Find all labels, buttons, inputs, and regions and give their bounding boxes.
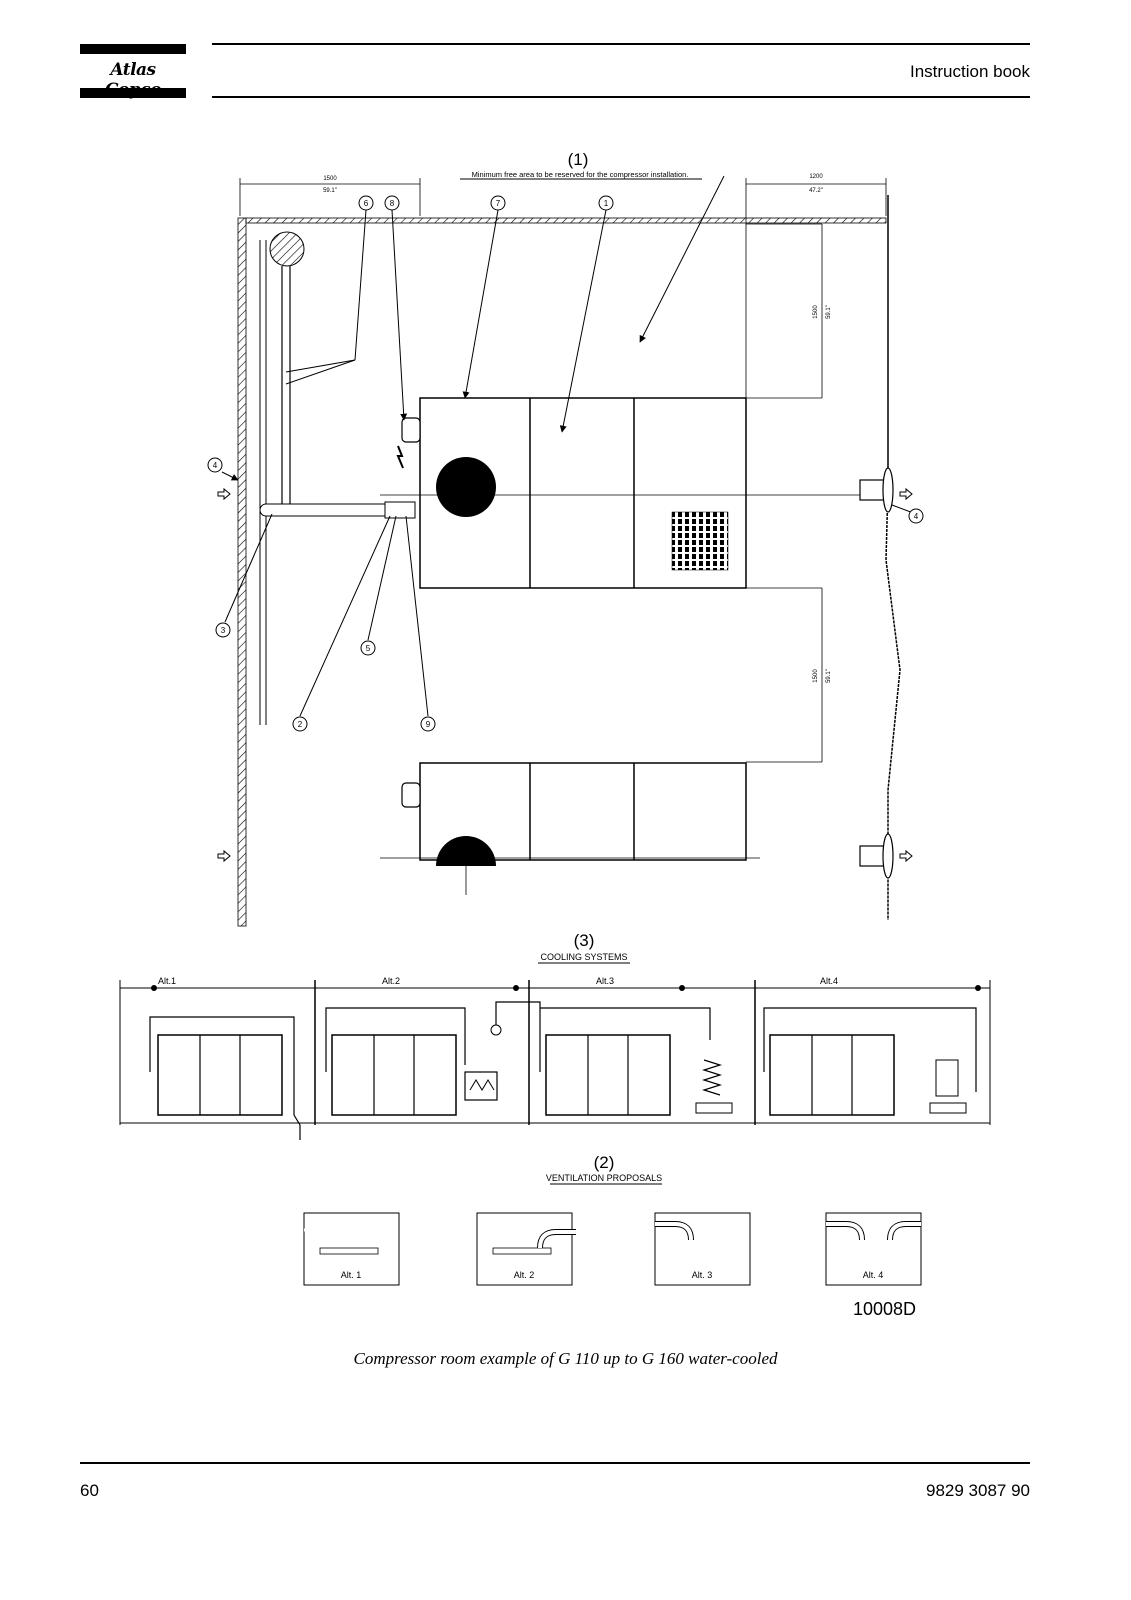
atlas-copco-logo: Atlas Copco: [80, 44, 186, 100]
callout-5-label: 5: [366, 644, 371, 653]
dim-right-in: 47.2": [809, 188, 823, 194]
power-supply-icon: [396, 445, 404, 469]
pipe-valves: [384, 501, 416, 519]
right-wall-lower: [885, 484, 901, 920]
cooling-systems-diagram: Alt.1 Alt.2 Alt.3 Alt.4: [119, 976, 991, 1140]
ventilation-alt-3-label: Alt. 3: [692, 1270, 713, 1280]
dim-vert-mid-in: 59.1": [826, 669, 832, 683]
left-wall: [237, 217, 247, 927]
compressor-2: [380, 762, 760, 895]
air-outlet-arrow-2: [899, 849, 913, 863]
air-inlet-arrow-1: [217, 487, 231, 501]
heat-exchanger: [464, 1071, 498, 1101]
top-wall: [245, 217, 887, 224]
callout-2-label: 2: [298, 720, 303, 729]
header-title: Instruction book: [909, 62, 1030, 81]
dim-vert-top-mm: 1500: [813, 305, 819, 319]
ventilation-alt-2-label: Alt. 2: [514, 1270, 535, 1280]
ventilation-alt-1: Alt. 1: [303, 1212, 400, 1286]
callout-9-label: 9: [426, 720, 431, 729]
dimension-left: 1500 59.1": [239, 176, 421, 216]
air-inlet-grille: [671, 511, 729, 571]
dimension-vertical-mid: 1500 59.1": [746, 587, 832, 763]
air-receiver: [269, 231, 305, 267]
callout-4-left-label: 4: [213, 461, 218, 470]
header-top-rule: [212, 43, 1030, 45]
page-number: 60: [80, 1481, 99, 1500]
callout-8: 8: [384, 195, 400, 211]
callout-9: 9: [420, 716, 436, 732]
ventilation-alt-4: Alt. 4: [825, 1212, 922, 1286]
callout-8-label: 8: [390, 199, 395, 208]
closed-cooler-basin: [929, 1102, 967, 1114]
section-3-label: (3): [574, 931, 595, 950]
ventilation-proposals-title: VENTILATION PROPOSALS: [546, 1173, 662, 1183]
airflow-arrows: [217, 487, 913, 863]
callout-leaders: [221, 175, 917, 717]
callout-6-label: 6: [364, 199, 369, 208]
cooling-compressor-alt3: [545, 1034, 671, 1116]
ventilation-alt-2: Alt. 2: [476, 1212, 576, 1286]
header-bottom-rule: [212, 96, 1030, 98]
cooling-alt-4-label: Alt.4: [820, 976, 838, 986]
logo-bottom-bar: [80, 88, 186, 98]
cooling-alt-2-label: Alt.2: [382, 976, 400, 986]
air-outlet-arrow-1: [899, 487, 913, 501]
dim-vert-mid-mm: 1500: [813, 669, 819, 683]
section-2-label: (2): [594, 1153, 615, 1172]
figure-caption: Compressor room example of G 110 up to G…: [353, 1349, 778, 1368]
cooling-alt-1-label: Alt.1: [158, 976, 176, 986]
drawing-id: 10008D: [853, 1299, 917, 1319]
callout-2: 2: [292, 716, 308, 732]
section-1-label: (1): [568, 150, 589, 169]
compressor-1: [380, 397, 880, 589]
callout-6: 6: [358, 195, 374, 211]
document-number: 9829 3087 90: [926, 1481, 1030, 1500]
cooling-compressor-alt4: [769, 1034, 895, 1116]
closed-cooler: [935, 1059, 959, 1097]
callout-7: 7: [490, 195, 506, 211]
cooling-tower-basin: [695, 1102, 733, 1114]
logo-top-bar: [80, 44, 186, 54]
air-inlet-arrow-2: [217, 849, 231, 863]
dim-vert-top-in: 59.1": [826, 305, 832, 319]
cooling-alt-3-label: Alt.3: [596, 976, 614, 986]
dimension-right: 1200 47.2": [745, 174, 887, 400]
dim-right-mm: 1200: [809, 174, 823, 180]
dim-left-in: 59.1": [323, 188, 337, 194]
exhaust-fan-1: [859, 467, 894, 513]
cooling-systems-title: COOLING SYSTEMS: [540, 952, 627, 962]
discharge-pipe: [259, 503, 391, 517]
ventilation-alt-1-label: Alt. 1: [341, 1270, 362, 1280]
minimum-free-area-note: Minimum free area to be reserved for the…: [472, 170, 689, 179]
exhaust-fan-2: [859, 833, 894, 879]
callout-7-label: 7: [496, 199, 501, 208]
cooling-compressor-alt2: [331, 1034, 457, 1116]
cooling-compressor-alt1: [157, 1034, 283, 1116]
compressor-room-drawing: (1) Minimum free area to be reserved for…: [119, 150, 991, 1286]
dimension-vertical-top: 1500 59.1": [746, 223, 832, 399]
callout-4-right-label: 4: [914, 512, 919, 521]
callout-4-right: 4: [908, 508, 924, 524]
cooling-tower-coil: [701, 1059, 723, 1096]
ventilation-alt-3: Alt. 3: [654, 1212, 751, 1286]
cooler-inlet-1: [401, 417, 421, 443]
callout-1: 1: [598, 195, 614, 211]
callout-1-label: 1: [604, 199, 609, 208]
callout-5: 5: [360, 640, 376, 656]
heat-exchanger-coil: [469, 1079, 495, 1091]
callout-3-label: 3: [221, 626, 226, 635]
footer-rule: [80, 1462, 1030, 1464]
cooler-inlet-2: [401, 782, 421, 808]
ventilation-alt-4-label: Alt. 4: [863, 1270, 884, 1280]
cooling-fan-1: [436, 457, 496, 517]
dim-left-mm: 1500: [323, 176, 337, 182]
callout-3: 3: [215, 622, 231, 638]
callout-4-left: 4: [207, 457, 223, 473]
